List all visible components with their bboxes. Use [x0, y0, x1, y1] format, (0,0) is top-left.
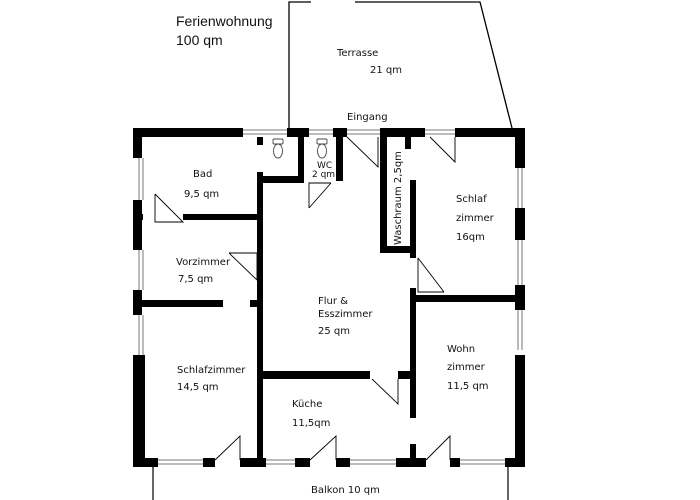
- schlaf1-label-1: Schlaf: [456, 194, 487, 205]
- wc-area: 2 qm: [312, 170, 336, 180]
- vorzimmer-label: Vorzimmer: [176, 257, 231, 268]
- flur-label-2: Esszimmer: [318, 309, 373, 320]
- kueche-area: 11,5qm: [292, 418, 331, 429]
- plan-title-name: Ferienwohnung: [176, 13, 273, 29]
- wohn-area: 11,5 qm: [447, 381, 489, 392]
- plan-title: Ferienwohnung 100 qm: [176, 12, 273, 50]
- vorzimmer-area: 7,5 qm: [178, 274, 214, 285]
- schlaf2-label: Schlafzimmer: [177, 365, 246, 376]
- kueche-label: Küche: [292, 399, 323, 410]
- wohn-label-2: zimmer: [447, 362, 485, 373]
- schlaf2-area: 14,5 qm: [177, 382, 219, 393]
- terrace-outline: [288, 1, 513, 129]
- plan-title-area: 100 qm: [176, 32, 223, 48]
- bad-area: 9,5 qm: [184, 189, 220, 200]
- walls: [133, 128, 525, 467]
- schlaf1-label-2: zimmer: [456, 213, 494, 224]
- toilet-icons: [272, 138, 328, 159]
- waschraum-label: Waschraum 2,5qm: [393, 151, 404, 245]
- balkon-label: Balkon 10 qm: [311, 485, 380, 496]
- terrace-area: 21 qm: [370, 65, 402, 76]
- wc-label: WC: [317, 161, 333, 171]
- flur-label-1: Flur &: [318, 296, 348, 307]
- bad-label: Bad: [193, 169, 213, 180]
- balcony-outline: [152, 463, 509, 500]
- windows: [138, 129, 523, 465]
- flur-area: 25 qm: [318, 326, 350, 337]
- wohn-label-1: Wohn: [447, 344, 476, 355]
- terrace-label: Terrasse: [337, 48, 379, 59]
- schlaf1-area: 16qm: [456, 232, 485, 243]
- entrance-label: Eingang: [347, 112, 388, 123]
- door-swings: [154, 136, 456, 461]
